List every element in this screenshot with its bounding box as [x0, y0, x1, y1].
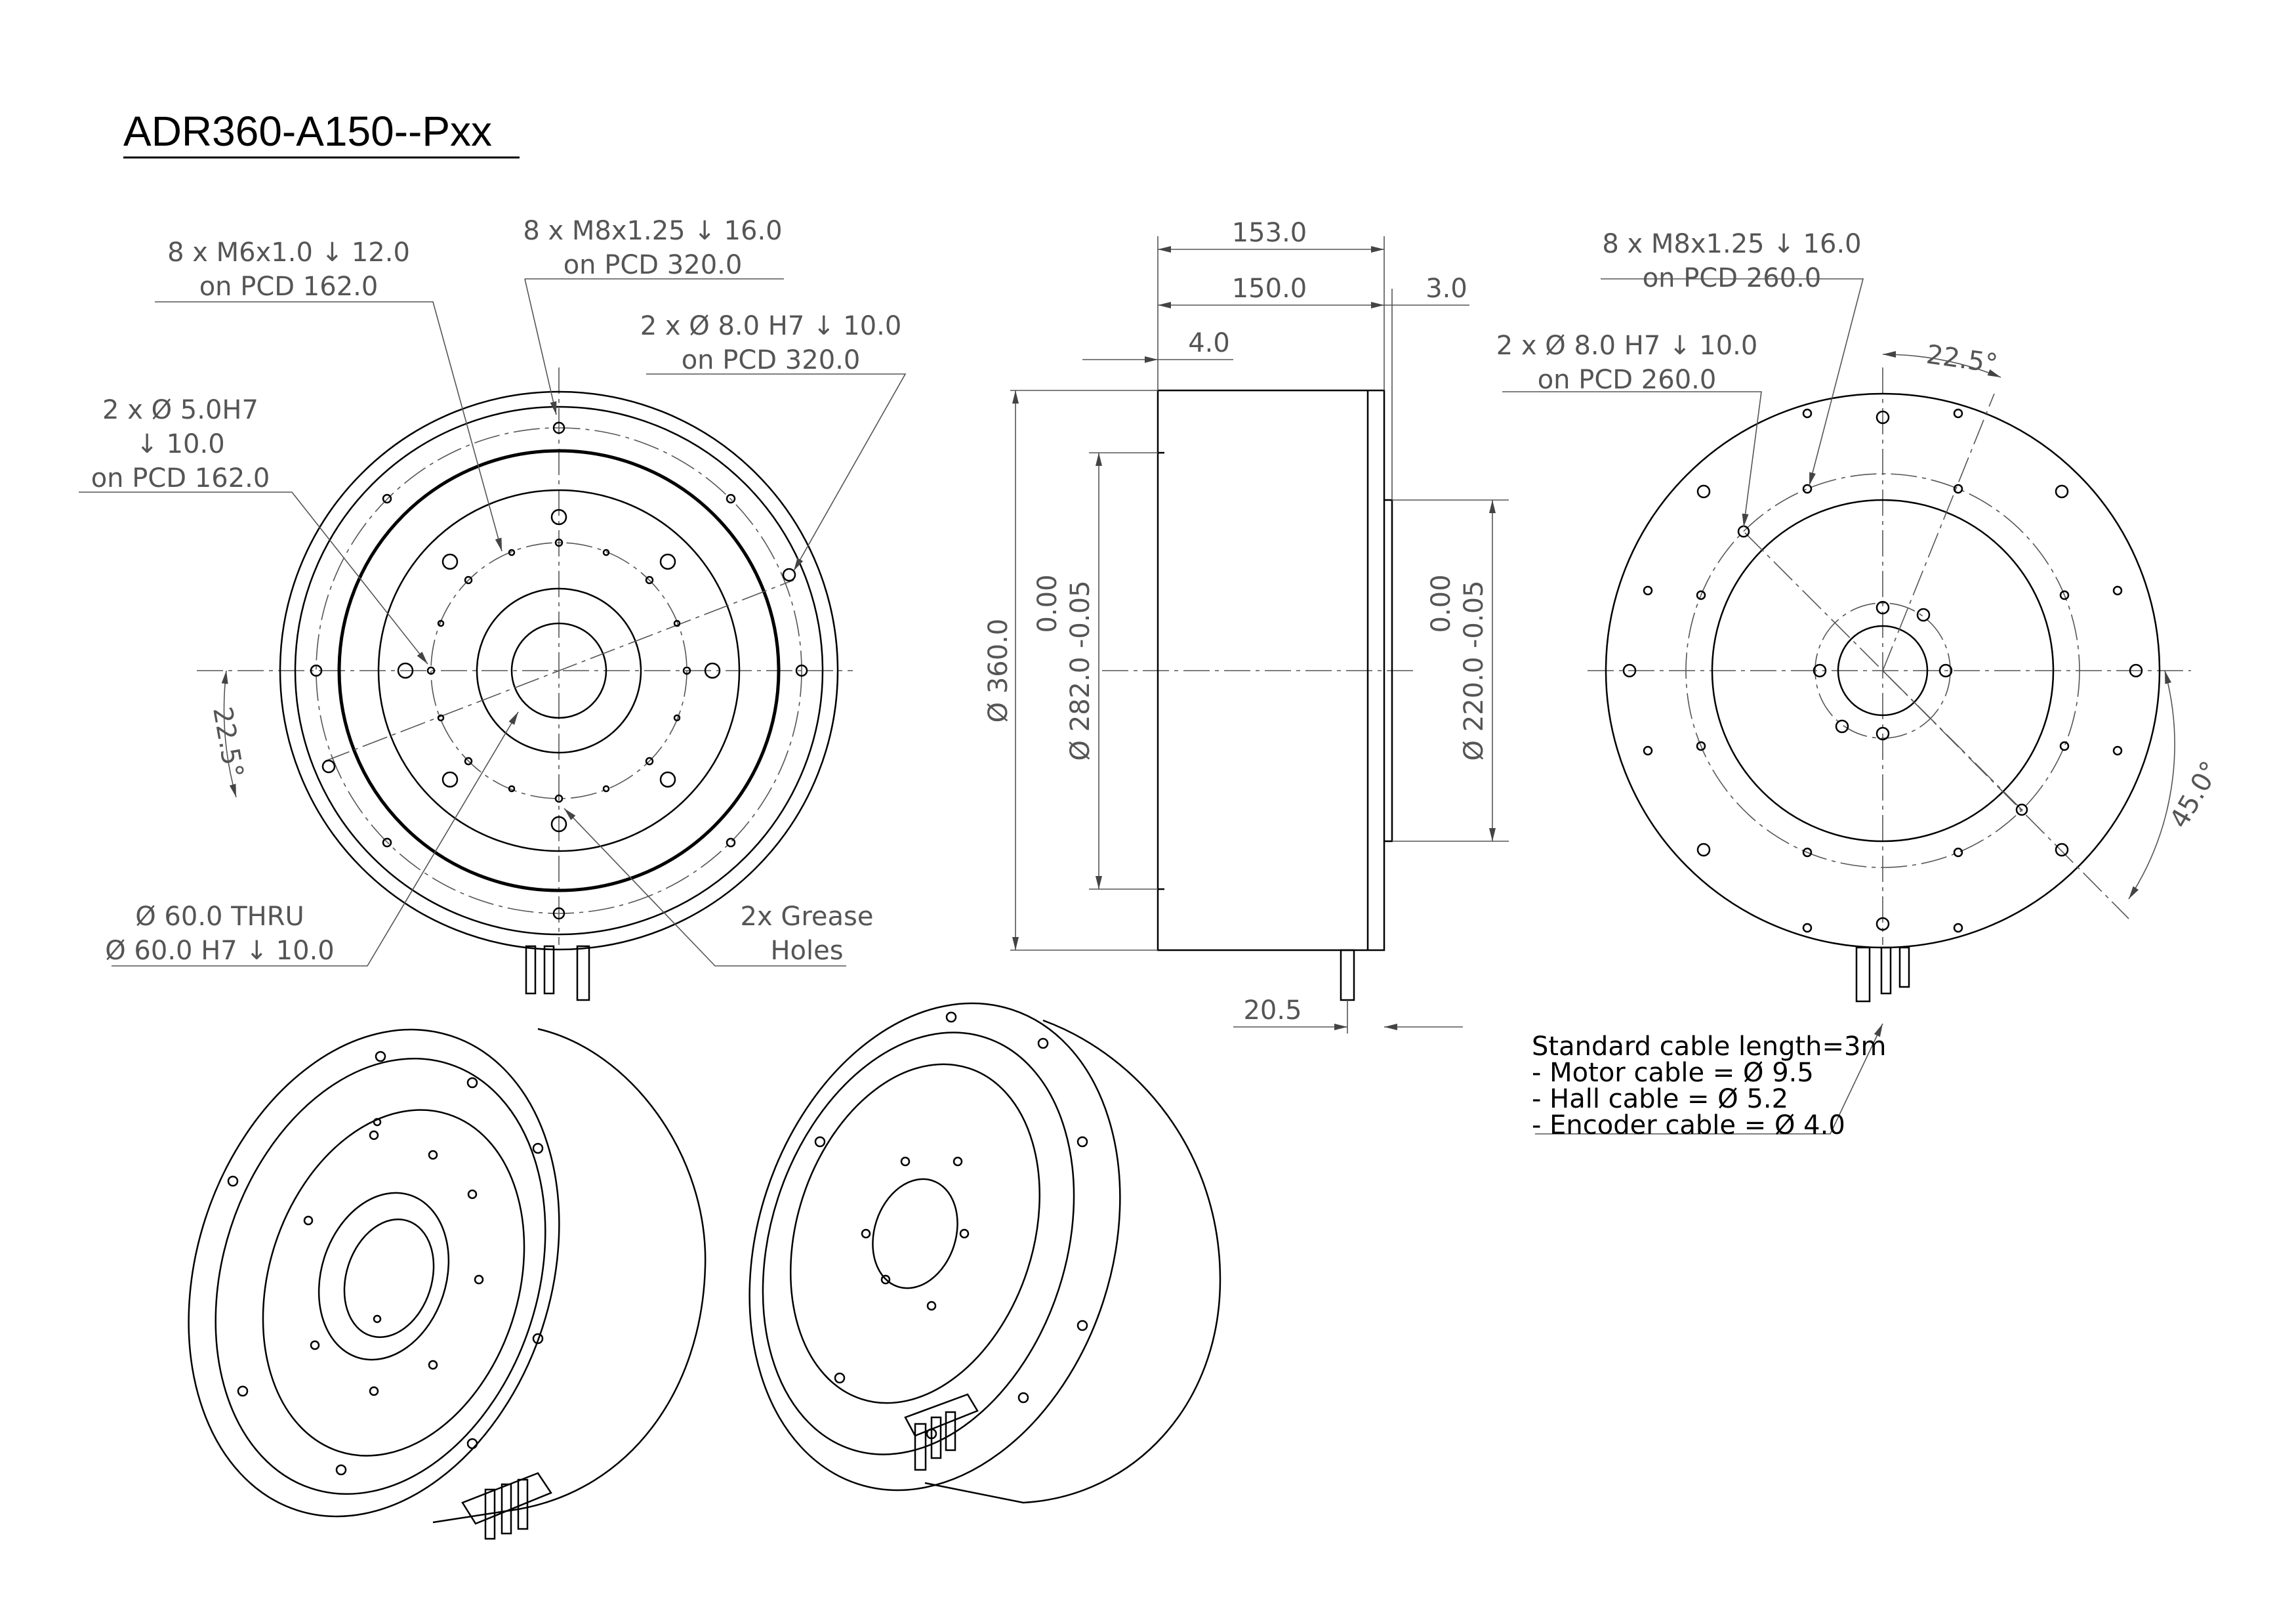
front-m6-callout-line1: 8 x M6x1.0 ↓ 12.0 [167, 238, 410, 268]
rear-pin-callout-line1: 2 x Ø 8.0 H7 ↓ 10.0 [1496, 331, 1758, 361]
front-view: 8 x M6x1.0 ↓ 12.0 on PCD 162.0 8 x M8x1.… [79, 216, 907, 1001]
dim-cable-offset: 20.5 [1243, 995, 1302, 1026]
front-bore-callout-line1: Ø 60.0 THRU [135, 902, 304, 932]
front-pin-callout-line2: on PCD 320.0 [682, 345, 861, 375]
isometric-view-rear [748, 1002, 1221, 1504]
cable-note-line3: - Hall cable = Ø 5.2 [1532, 1084, 1788, 1114]
rear-pin-callout-line2: on PCD 260.0 [1538, 365, 1717, 395]
drawing-title: ADR360-A150--Pxx [123, 108, 492, 155]
front-m8-callout-line2: on PCD 320.0 [564, 250, 743, 280]
iso-front-holes [227, 1051, 544, 1476]
iso-rear-holes [814, 1011, 1088, 1440]
dim-pilot-diameter-right: Ø 220.0 -0.05 [1459, 581, 1489, 761]
dim-pilot-diameter-left: Ø 282.0 -0.05 [1065, 581, 1096, 761]
front-grease-callout-line1: 2x Grease [741, 902, 874, 932]
side-view: 153.0 150.0 3.0 4.0 Ø 360.0 Ø 282.0 -0.0… [983, 218, 1509, 1033]
front-pin5-callout-line3: on PCD 162.0 [91, 463, 270, 493]
cable-note-line4: - Encoder cable = Ø 4.0 [1532, 1110, 1845, 1140]
rear-view: 8 x M8x1.25 ↓ 16.0 on PCD 260.0 2 x Ø 8.… [1496, 229, 2226, 1140]
front-m8-callout-line1: 8 x M8x1.25 ↓ 16.0 [523, 216, 782, 246]
rear-m8-callout-line2: on PCD 260.0 [1643, 263, 1822, 293]
front-m6-callout-line2: on PCD 162.0 [199, 272, 379, 302]
rear-cable-stubs [1855, 946, 1910, 1003]
front-pin5-callout-line2: ↓ 10.0 [136, 429, 224, 459]
dim-flange-thickness: 3.0 [1425, 274, 1467, 304]
front-cable-stubs [525, 945, 590, 1001]
cable-note-line2: - Motor cable = Ø 9.5 [1532, 1058, 1814, 1088]
isometric-view-front [188, 1028, 707, 1540]
front-pin5-callout-line1: 2 x Ø 5.0H7 [102, 395, 258, 425]
dim-overall-length: 153.0 [1232, 218, 1307, 248]
rear-angle-top: 22.5° [1925, 339, 1999, 379]
front-grease-callout-line2: Holes [770, 936, 843, 966]
front-holes [310, 421, 808, 920]
front-pin-callout-line1: 2 x Ø 8.0 H7 ↓ 10.0 [640, 311, 902, 341]
front-bore-callout-line2: Ø 60.0 H7 ↓ 10.0 [105, 936, 335, 966]
rear-holes [1622, 408, 2143, 933]
tol-pilot-left: 0.00 [1033, 574, 1063, 633]
dim-step-depth: 4.0 [1188, 328, 1230, 358]
tol-pilot-right: 0.00 [1426, 574, 1456, 633]
dim-body-length: 150.0 [1232, 274, 1307, 304]
rear-m8-callout-line1: 8 x M8x1.25 ↓ 16.0 [1602, 229, 1861, 259]
front-angle-label: 22.5° [207, 705, 249, 780]
cable-note-line1: Standard cable length=3m [1532, 1032, 1886, 1062]
dim-outer-diameter: Ø 360.0 [983, 619, 1014, 723]
